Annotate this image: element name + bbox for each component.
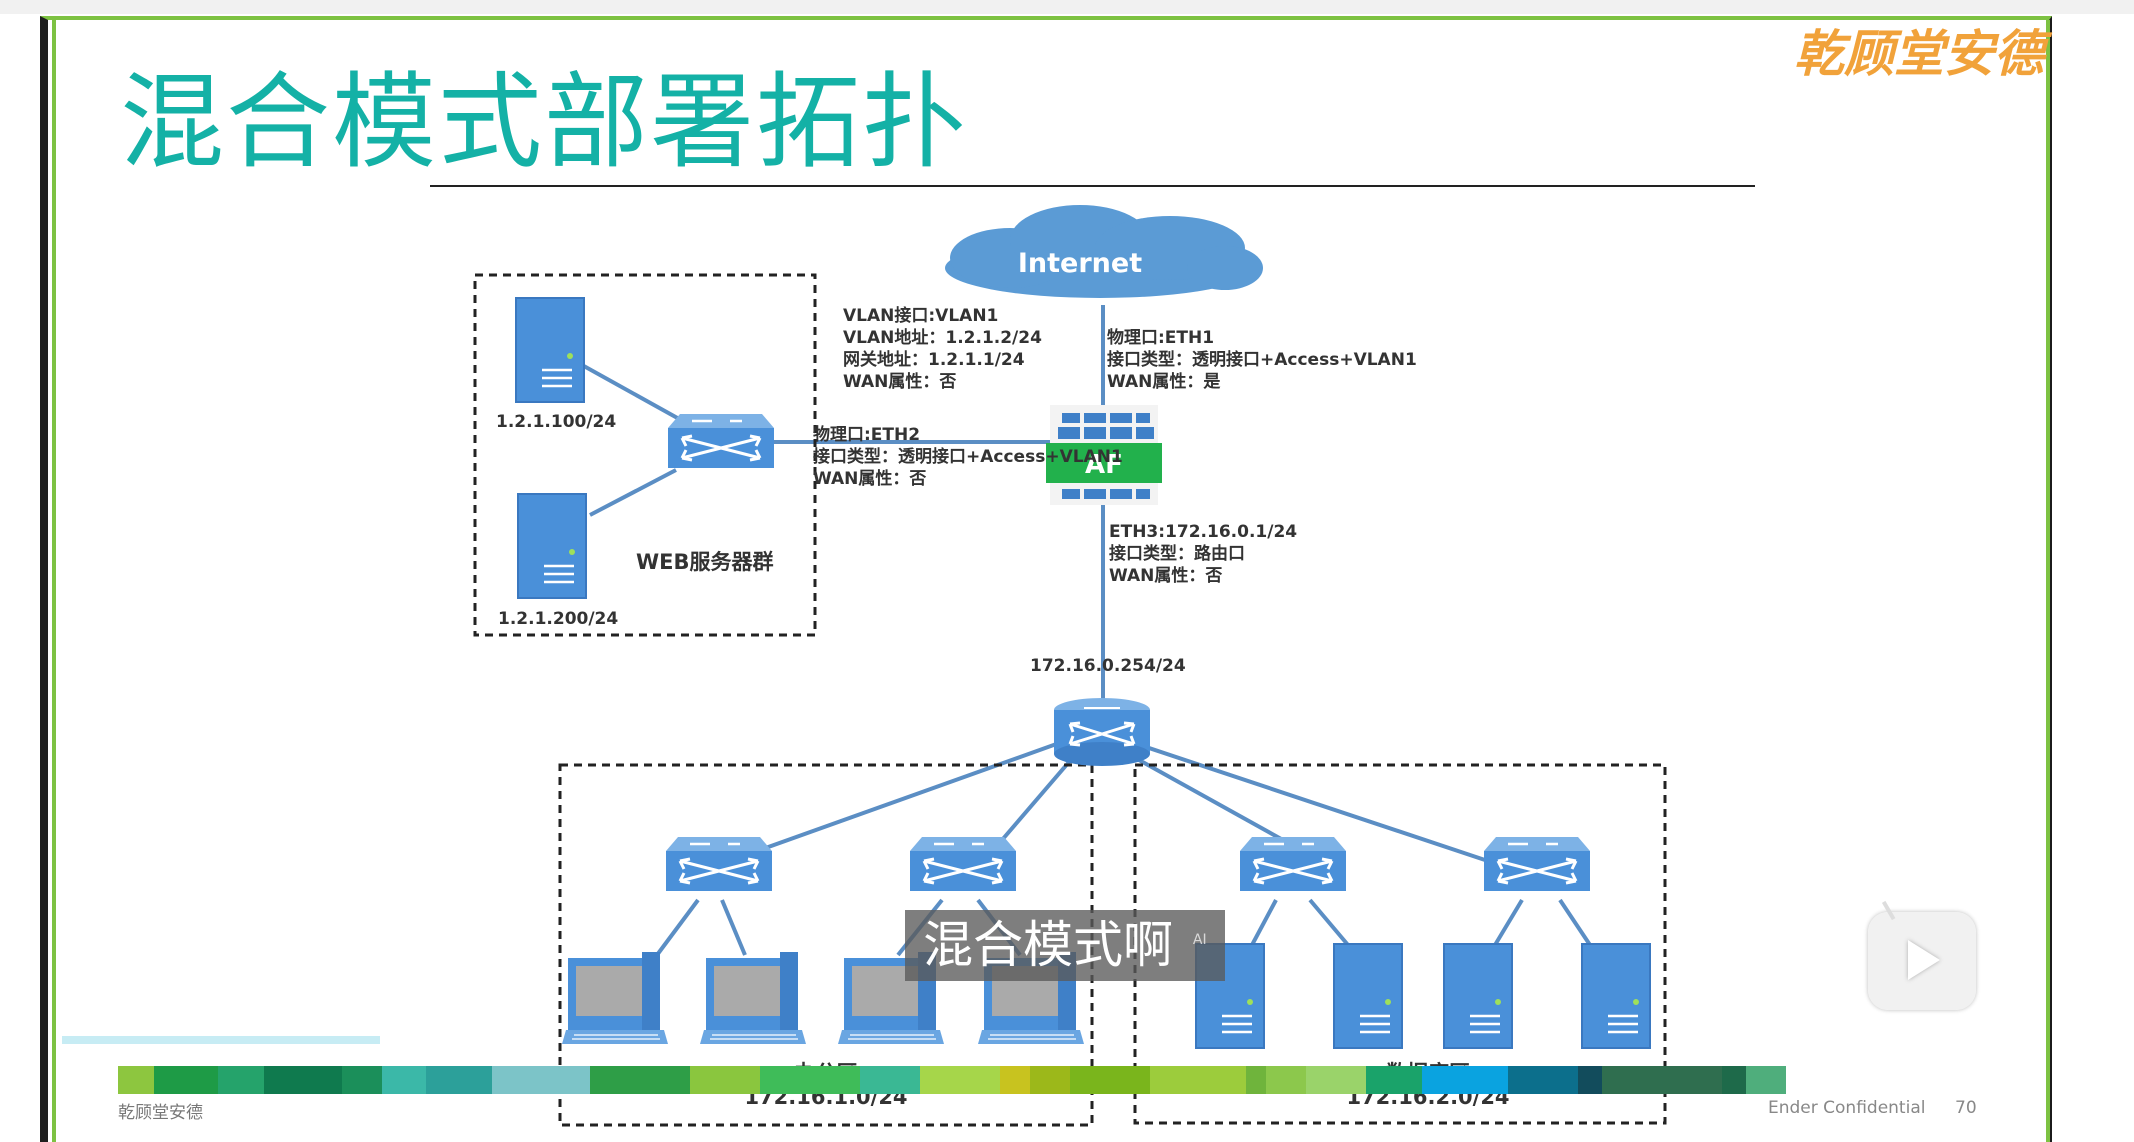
subtitle-ai-tag: AI — [1192, 932, 1207, 949]
color-strip — [118, 1066, 1786, 1094]
vlan-line: VLAN地址：1.2.1.2/24 — [843, 327, 1042, 348]
web-switch — [666, 412, 776, 470]
vlan-line: WAN属性：否 — [843, 371, 956, 392]
eth1-info: 物理口:ETH1 接口类型：透明接口+Access+VLAN1 WAN属性：是 — [1107, 327, 1417, 392]
office-pc-1 — [561, 951, 669, 1045]
office-pc-2 — [699, 951, 807, 1045]
slide-title: 混合模式部署拓扑 — [120, 61, 969, 183]
footer-company: 乾顾堂安德 — [118, 1103, 203, 1123]
eth2-line: WAN属性：否 — [813, 468, 926, 489]
db-switch-1 — [1238, 835, 1348, 893]
web-group-label: WEB服务器群 — [636, 550, 774, 574]
server-top-ip: 1.2.1.100/24 — [496, 412, 616, 432]
internet-cloud-icon: Internet — [945, 205, 1263, 298]
web-server-group-box — [473, 273, 817, 637]
video-subtitle: 混合模式啊 AI — [905, 910, 1225, 981]
vlan-line: VLAN接口:VLAN1 — [843, 305, 998, 326]
eth2-line: 接口类型：透明接口+Access+VLAN1 — [813, 446, 1123, 467]
slide-inner — [52, 20, 2050, 1142]
office-zone-box — [558, 763, 1094, 1127]
footer-confidential: Ender Confidential — [1768, 1098, 1926, 1118]
firewall-label: AF — [1085, 450, 1123, 480]
db-server-2 — [1332, 942, 1404, 1050]
eth2-line: 物理口:ETH2 — [813, 424, 920, 445]
core-router-ip: 172.16.0.254/24 — [1030, 656, 1186, 676]
firewall-icon: AF — [1046, 405, 1162, 505]
page-number: 70 — [1955, 1098, 1977, 1118]
office-switch-1 — [664, 835, 774, 893]
eth1-line: 物理口:ETH1 — [1107, 327, 1214, 348]
internet-label: Internet — [1018, 248, 1142, 279]
subtitle-text: 混合模式啊 — [923, 916, 1173, 974]
top-bar — [0, 0, 2134, 14]
eth3-line: 接口类型：路由口 — [1109, 543, 1245, 564]
core-router — [1052, 696, 1152, 768]
db-server-4 — [1580, 942, 1652, 1050]
progress-accent-bar — [62, 1036, 380, 1044]
eth1-line: WAN属性：是 — [1107, 371, 1220, 392]
db-switch-2 — [1482, 835, 1592, 893]
brand-logo: 乾顾堂安德 — [1794, 24, 2044, 83]
server-bottom-ip: 1.2.1.200/24 — [498, 609, 618, 629]
db-server-3 — [1442, 942, 1514, 1050]
eth3-line: ETH3:172.16.0.1/24 — [1109, 522, 1297, 542]
web-server-bottom — [516, 492, 588, 600]
eth1-line: 接口类型：透明接口+Access+VLAN1 — [1107, 349, 1417, 370]
web-server-top — [514, 296, 586, 404]
vlan-info: VLAN接口:VLAN1 VLAN地址：1.2.1.2/24 网关地址：1.2.… — [843, 305, 1042, 392]
office-switch-2 — [908, 835, 1018, 893]
vlan-line: 网关地址：1.2.1.1/24 — [843, 349, 1025, 370]
eth2-info: 物理口:ETH2 接口类型：透明接口+Access+VLAN1 WAN属性：否 — [813, 424, 1123, 489]
eth3-line: WAN属性：否 — [1109, 565, 1222, 586]
eth3-info: ETH3:172.16.0.1/24 接口类型：路由口 WAN属性：否 — [1109, 522, 1297, 586]
play-button-icon[interactable] — [1868, 912, 1976, 1010]
title-underline — [430, 185, 1755, 187]
